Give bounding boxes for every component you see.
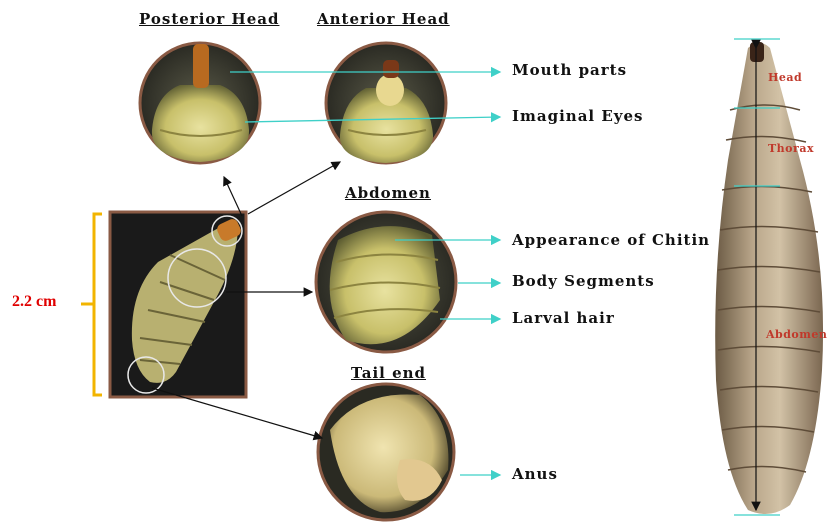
anterior-head-heading: Anterior Head [317, 10, 450, 28]
imaginal-eyes-label: Imaginal Eyes [512, 107, 643, 125]
chitin-label: Appearance of Chitin [512, 231, 710, 249]
anterior-head-image [326, 43, 446, 163]
posterior-head-heading: Posterior Head [139, 10, 279, 28]
whole-larva-image [110, 212, 246, 397]
abdomen-heading: Abdomen [345, 184, 431, 202]
segment-thorax-label: Thorax [768, 142, 814, 155]
segment-head-label: Head [768, 71, 802, 84]
posterior-head-image [140, 43, 260, 163]
length-bracket [81, 214, 102, 395]
segment-abdomen-label: Abdomen [766, 328, 827, 341]
larval-hair-label: Larval hair [512, 309, 615, 327]
right-larva-image [715, 39, 823, 515]
abdomen-image [316, 212, 456, 352]
anus-label: Anus [512, 465, 558, 483]
body-segments-label: Body Segments [512, 272, 655, 290]
mouth-parts-label: Mouth parts [512, 61, 627, 79]
tail-end-heading: Tail end [351, 364, 426, 382]
tail-end-image [318, 384, 454, 520]
length-measurement: 2.2 cm [12, 293, 56, 311]
